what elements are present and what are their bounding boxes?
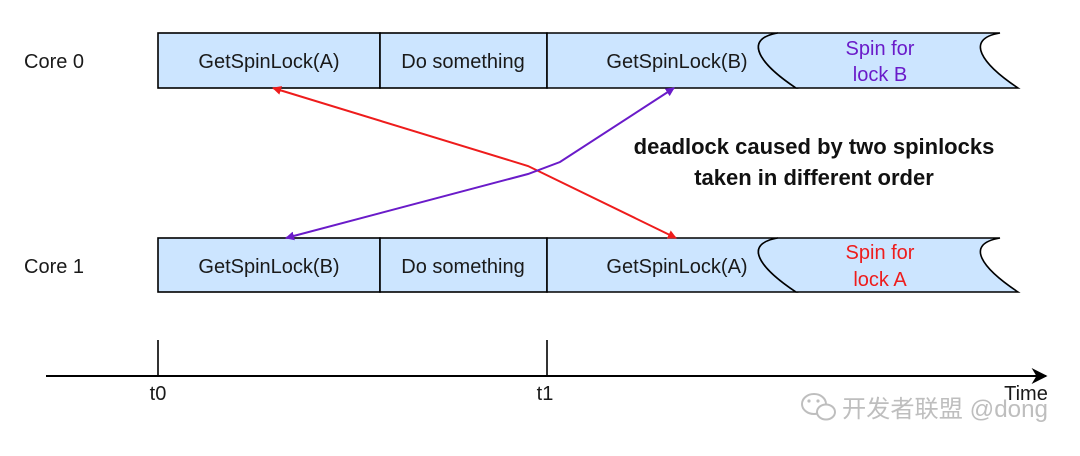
core0-segment-2: Do something — [401, 51, 524, 73]
core0-segment-3: GetSpinLock(B) — [606, 51, 747, 73]
watermark: 开发者联盟 @dong — [801, 393, 1048, 423]
deadlock-note-line-2: taken in different order — [694, 165, 934, 190]
core0-lane: Core 0 GetSpinLock(A) Do something GetSp… — [24, 32, 1021, 89]
core1-segment-1: GetSpinLock(B) — [198, 256, 339, 278]
lock-a-wait-arrow — [272, 86, 677, 239]
core1-spin-line-2: lock A — [853, 269, 907, 291]
wechat-icon — [801, 393, 836, 421]
core1-label: Core 1 — [24, 256, 84, 278]
core0-spin-block — [757, 32, 1021, 89]
lock-b-wait-arrow — [285, 87, 675, 241]
core0-segment-2-box — [379, 32, 548, 89]
time-axis: t0 t1 Time — [46, 340, 1048, 405]
core1-lane: Core 1 GetSpinLock(B) Do something GetSp… — [24, 237, 1021, 293]
core0-label: Core 0 — [24, 51, 84, 73]
core1-spin-line-1: Spin for — [846, 242, 915, 264]
core0-segment-1-box — [157, 32, 381, 89]
tick-t0-label: t0 — [150, 383, 167, 405]
time-axis-label: Time — [1004, 383, 1048, 405]
deadlock-note-line-1: deadlock caused by two spinlocks — [634, 134, 995, 159]
core1-segment-3: GetSpinLock(A) — [606, 256, 747, 278]
core0-segment-1: GetSpinLock(A) — [198, 51, 339, 73]
core1-spin-block — [757, 237, 1021, 293]
core0-spin-line-2: lock B — [853, 64, 907, 86]
core0-spin-line-1: Spin for — [846, 38, 915, 60]
core1-segment-2: Do something — [401, 256, 524, 278]
watermark-text: 开发者联盟 @dong — [842, 396, 1048, 423]
tick-t1-label: t1 — [537, 383, 554, 405]
